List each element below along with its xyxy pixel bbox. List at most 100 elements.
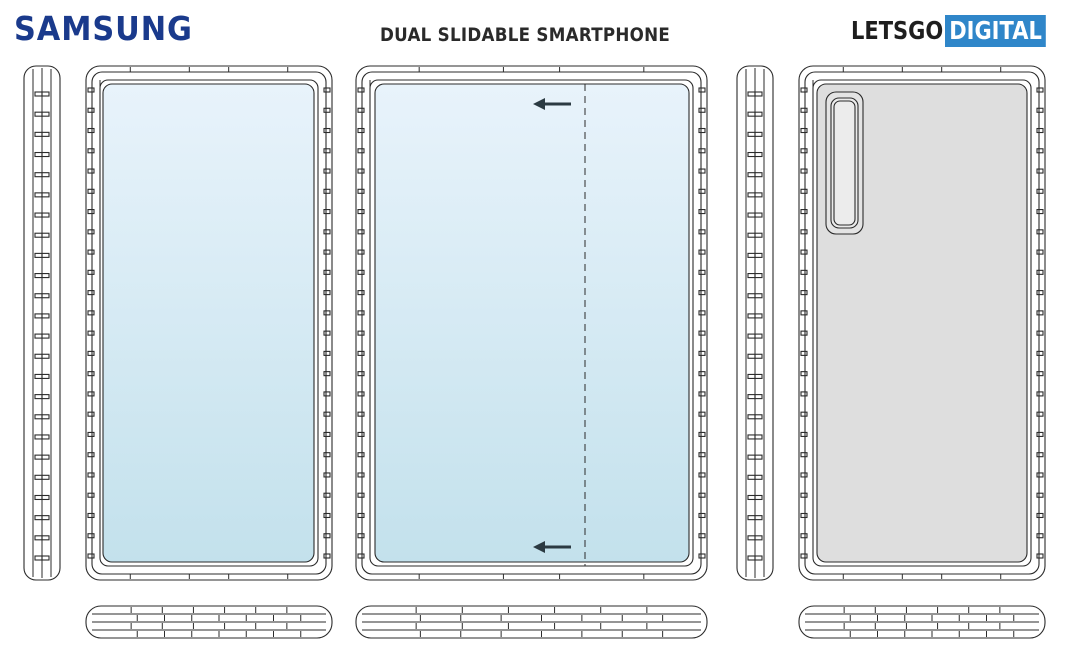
side-slot — [1036, 269, 1044, 275]
side-slot — [1036, 168, 1044, 174]
side-button-slot — [754, 273, 763, 279]
front-view-closed — [85, 65, 333, 581]
side-slot — [800, 188, 808, 194]
letsgodigital-logo: LETSGO DIGITAL — [851, 15, 1065, 47]
side-slot — [357, 492, 365, 498]
side-slot — [800, 168, 808, 174]
side-slot — [698, 107, 706, 113]
side-button-slot — [34, 131, 43, 137]
side-slot — [357, 188, 365, 194]
side-slot — [87, 330, 95, 336]
side-slot — [323, 512, 331, 519]
side-slot — [800, 411, 808, 417]
side-slot — [323, 330, 331, 336]
side-slot — [698, 533, 706, 539]
logo-text-letsgo: LETSGO — [851, 16, 944, 45]
side-slot — [800, 512, 808, 519]
side-button-slot — [754, 474, 763, 480]
page-title: DUAL SLIDABLE SMARTPHONE — [380, 24, 671, 46]
side-button-slot — [41, 535, 50, 541]
samsung-brand-logo: SAMSUNG — [14, 9, 193, 48]
side-slot — [1036, 87, 1044, 93]
slide-left-arrow-icon — [533, 98, 571, 110]
bottom-view-expanded — [355, 605, 708, 639]
side-slot — [357, 168, 365, 174]
side-slot — [357, 148, 365, 154]
side-slot — [800, 330, 808, 336]
side-button-slot — [41, 394, 50, 400]
outer-frame — [355, 65, 708, 581]
side-button-slot — [34, 394, 43, 400]
side-slot — [800, 553, 808, 559]
side-slot — [698, 553, 706, 559]
side-slot — [800, 310, 808, 316]
rear-panel — [816, 83, 1028, 563]
side-slot — [357, 87, 365, 93]
side-slot — [698, 411, 706, 417]
camera-module-icon — [825, 91, 864, 235]
side-button-slot — [34, 273, 43, 279]
side-slot — [323, 492, 331, 498]
side-slot — [323, 269, 331, 275]
side-slot — [357, 553, 365, 559]
side-button-slot — [747, 192, 756, 198]
outer-frame — [85, 65, 333, 581]
frame-inner-2 — [812, 79, 1032, 567]
side-slot — [87, 127, 95, 134]
side-slot — [87, 391, 95, 397]
side-slot — [323, 249, 331, 255]
side-slot — [357, 229, 365, 235]
side-slot — [800, 452, 808, 458]
side-slot — [357, 472, 365, 478]
side-slot — [1036, 249, 1044, 255]
side-slot — [87, 209, 95, 215]
side-button-slot — [747, 151, 756, 158]
side-slot — [698, 168, 706, 174]
side-slot — [87, 310, 95, 316]
side-slot — [800, 229, 808, 235]
side-slot — [323, 310, 331, 316]
front-view-expanded — [355, 65, 708, 581]
side-slot — [87, 452, 95, 458]
side-button-slot — [34, 333, 43, 339]
side-slot — [1036, 391, 1044, 397]
side-button-slot — [747, 232, 756, 238]
side-slot — [87, 269, 95, 275]
side-button-slot — [34, 515, 43, 521]
side-slot — [698, 350, 706, 356]
side-slot — [87, 188, 95, 194]
frame-inner-1 — [361, 71, 702, 575]
side-button-slot — [747, 111, 756, 117]
side-slot — [698, 209, 706, 215]
side-slot — [323, 107, 331, 113]
side-slot — [698, 452, 706, 458]
side-slot — [698, 371, 706, 377]
side-button-slot — [41, 151, 50, 158]
side-slot — [800, 431, 808, 437]
outer-frame — [798, 65, 1046, 581]
side-slot — [1036, 229, 1044, 235]
side-slot — [698, 492, 706, 498]
side-button-slot — [41, 515, 50, 521]
bottom-outline — [355, 605, 708, 639]
side-slot — [357, 411, 365, 417]
side-slot — [87, 533, 95, 539]
side-slot — [323, 229, 331, 235]
side-slot — [87, 431, 95, 437]
side-button-slot — [34, 555, 43, 561]
side-slot — [698, 310, 706, 316]
side-slot — [1036, 148, 1044, 154]
side-slot — [698, 391, 706, 397]
side-slot — [800, 492, 808, 498]
side-button-slot — [41, 373, 50, 379]
side-button-slot — [754, 535, 763, 541]
side-button-slot — [754, 414, 763, 420]
side-button-slot — [747, 212, 756, 218]
side-button-slot — [34, 474, 43, 480]
side-button-slot — [41, 494, 50, 501]
side-slot — [698, 330, 706, 336]
side-outline — [736, 65, 774, 581]
display-panel — [102, 83, 315, 563]
side-slot — [357, 350, 365, 356]
